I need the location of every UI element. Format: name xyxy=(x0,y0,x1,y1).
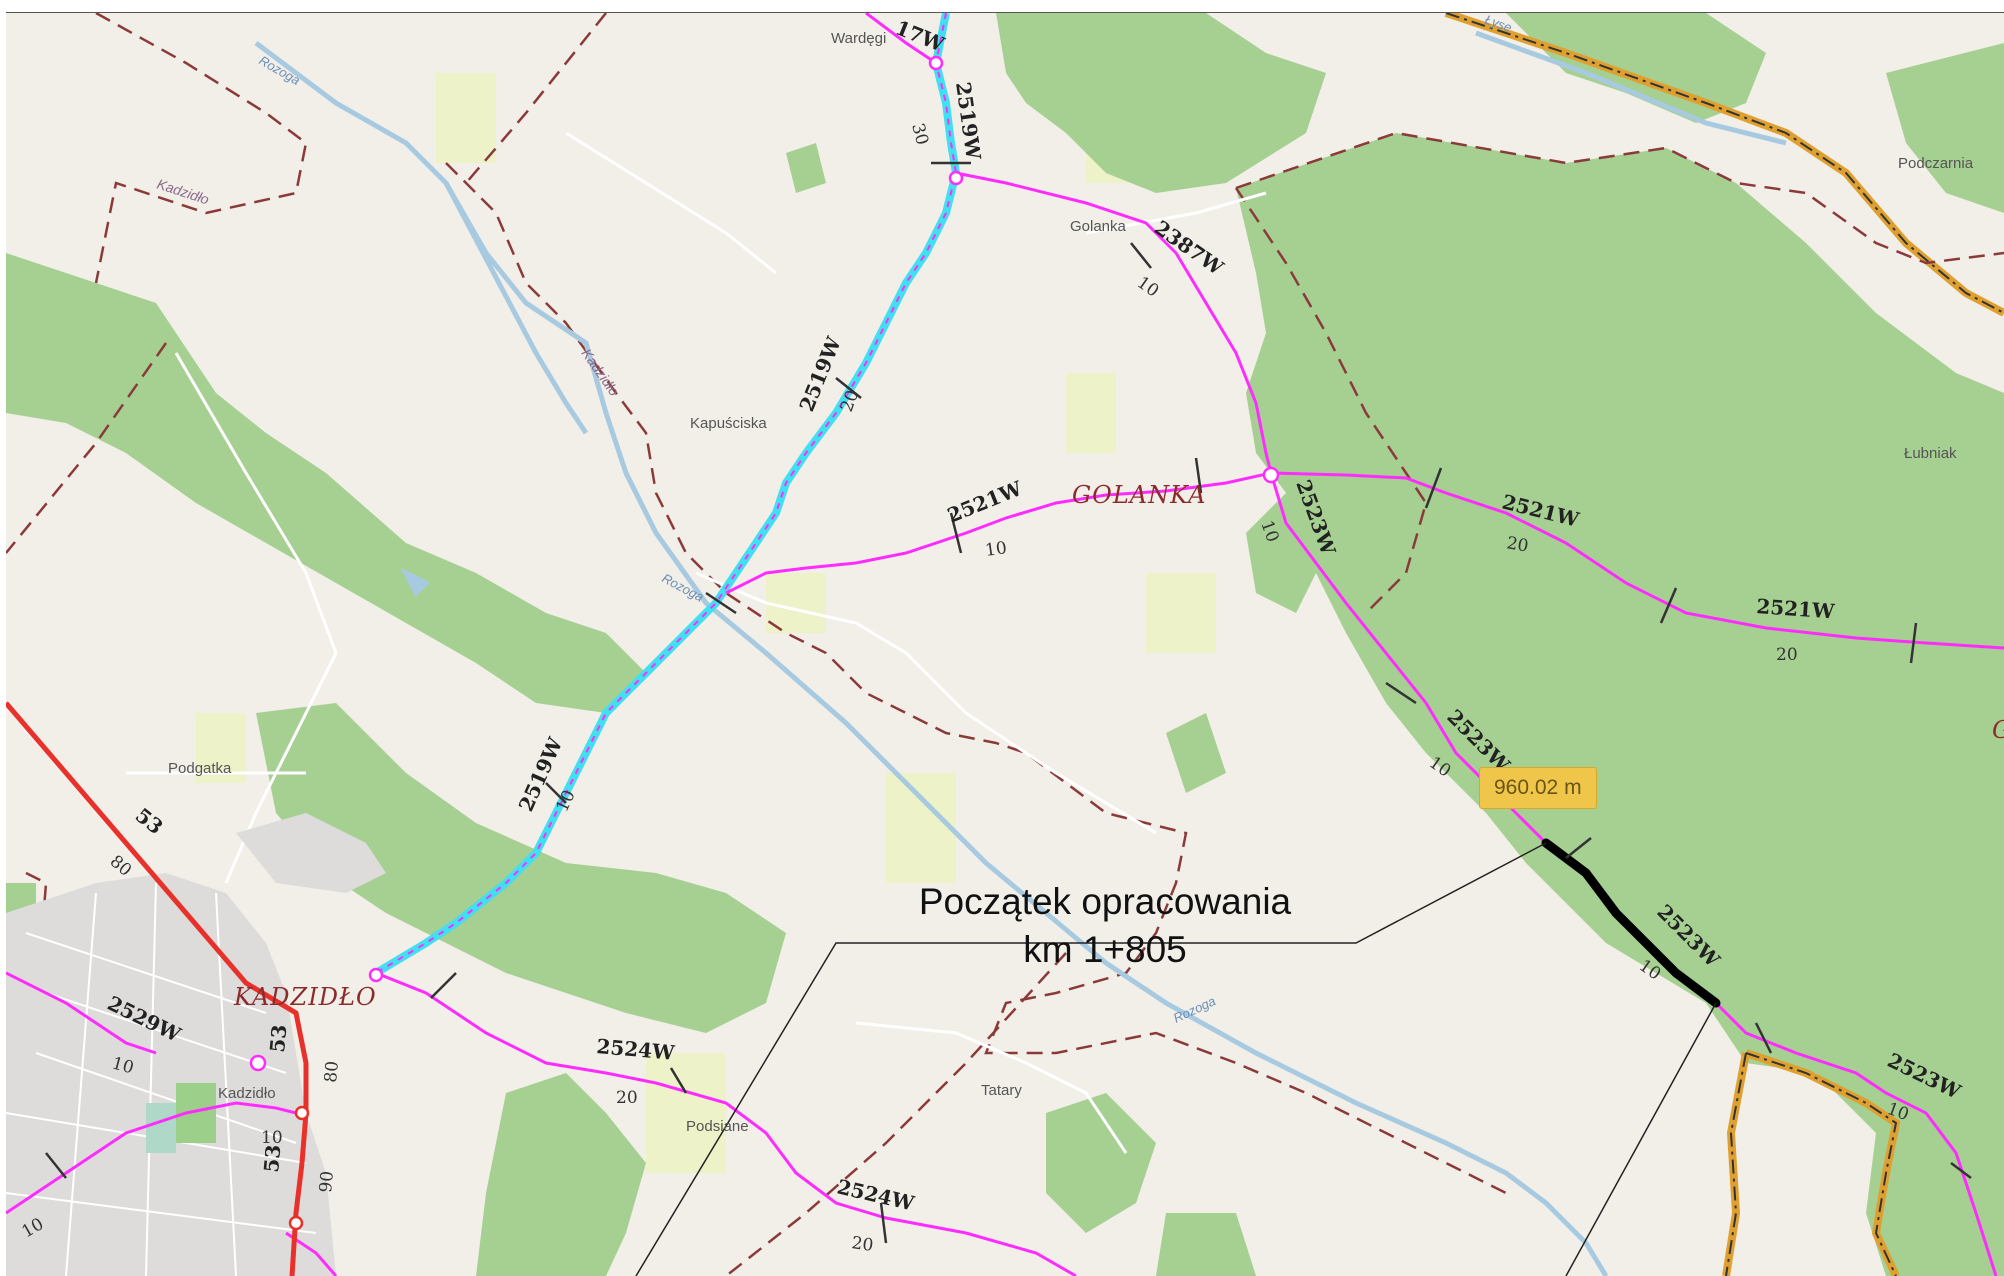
speed-label: 20 xyxy=(850,1233,874,1256)
junction-markers xyxy=(249,55,1280,1231)
callout-chainage: km 1+805 xyxy=(1023,929,1187,970)
measured-section xyxy=(1541,838,1721,1008)
highlighted-route xyxy=(373,13,961,977)
callout-title: Początek opracowania xyxy=(918,881,1292,922)
place-label-kapusciska: Kapuściska xyxy=(690,415,767,432)
admin-boundaries xyxy=(6,13,2004,1276)
section-ticks xyxy=(45,161,1972,1244)
place-label-podsiane: Podsiane xyxy=(686,1118,749,1135)
place-label-wardegi: Wardęgi xyxy=(831,30,886,47)
callout-leaders xyxy=(635,842,1717,1276)
map-view[interactable]: 2519W 2519W 2519W 2387W 2521W 2521W 2521… xyxy=(6,12,2004,1276)
road-label-2521w: 2521W xyxy=(1756,594,1836,623)
place-labels: Wardęgi Golanka Kapuściska Podgatka Kadz… xyxy=(168,30,2004,1135)
place-label-podgatka: Podgatka xyxy=(168,760,232,777)
road-label-53: 53 xyxy=(265,1024,291,1054)
road-label-53: 53 xyxy=(259,1144,285,1174)
speed-label: 90 xyxy=(316,1170,338,1193)
kadzidlo-built-up xyxy=(6,813,386,1276)
river-rozoga xyxy=(254,30,1787,1276)
section-start-callout: Początek opracowania km 1+805 xyxy=(870,878,1340,974)
speed-label: 20 xyxy=(1776,645,1798,665)
forest-areas xyxy=(6,13,2004,1276)
town-labels: KADZIDŁO GOLANKA xyxy=(233,481,1206,1011)
protected-area-boundary xyxy=(1444,13,2004,1276)
speed-label: 20 xyxy=(1505,533,1530,556)
place-label-podczarnia: Podczarnia xyxy=(1898,155,1974,172)
minor-roads xyxy=(126,131,1267,1154)
primary-road-53 xyxy=(6,701,309,1276)
speed-label: 10 xyxy=(984,538,1008,561)
place-label-tatary: Tatary xyxy=(981,1082,1022,1099)
town-label-golanka: GOLANKA xyxy=(1072,481,1206,509)
place-label-edge: G xyxy=(1992,716,2004,744)
speed-label: 10 xyxy=(261,1128,283,1148)
place-label-golanka: Golanka xyxy=(1070,218,1127,235)
speed-label: 20 xyxy=(616,1088,638,1108)
place-label-kadzidlo-small: Kadzidło xyxy=(218,1085,276,1102)
speed-label: 80 xyxy=(321,1060,343,1083)
place-label-lubniak: Łubniak xyxy=(1904,445,1957,462)
distance-tooltip: 960.02 m xyxy=(1479,767,1597,809)
town-label-kadzidlo: KADZIDŁO xyxy=(233,983,377,1011)
